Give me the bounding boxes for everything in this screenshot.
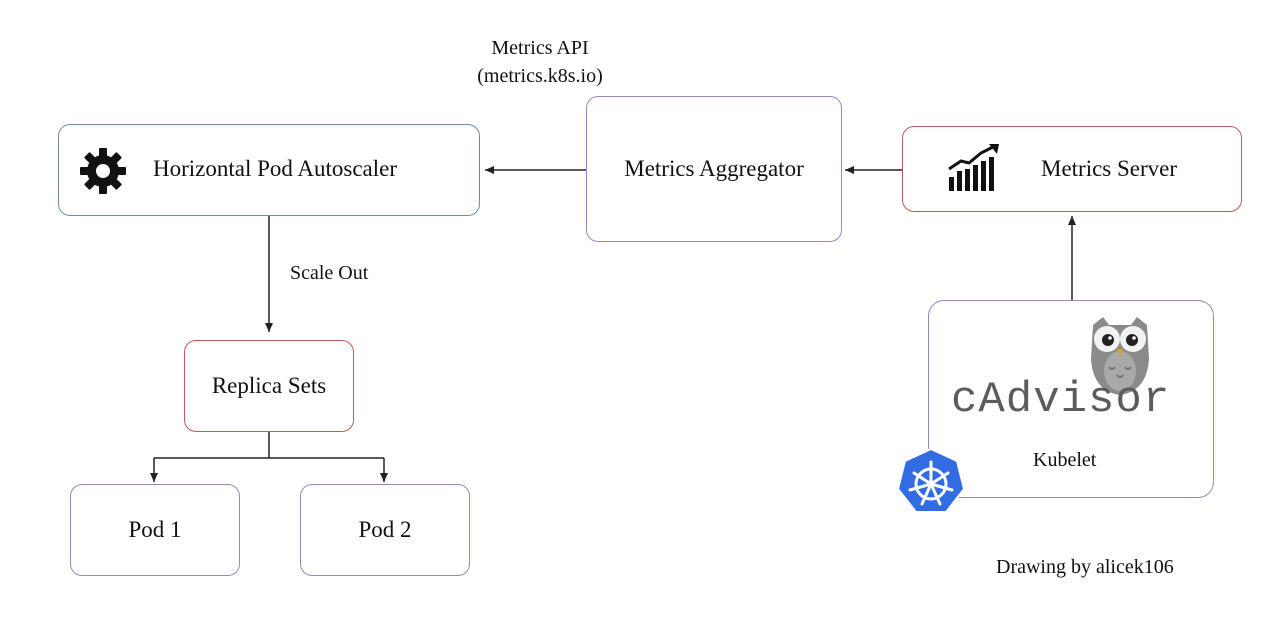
pod-2-box: Pod 2 [300, 484, 470, 576]
owl-icon [1087, 315, 1153, 402]
metrics-server-label: Metrics Server [1041, 156, 1178, 181]
hpa-label: Horizontal Pod Autoscaler [153, 156, 398, 181]
kubelet-box: cAdvisor Kubelet [928, 300, 1214, 498]
gear-icon [79, 147, 127, 200]
kubelet-label: Kubelet [1033, 449, 1097, 471]
pod-1-box: Pod 1 [70, 484, 240, 576]
pod-2-label: Pod 2 [358, 517, 412, 542]
metrics-api-title: Metrics API [491, 37, 589, 59]
bar-chart-icon [945, 143, 1005, 198]
replica-sets-box: Replica Sets [184, 340, 354, 432]
kubernetes-icon [894, 446, 968, 525]
hpa-box: Horizontal Pod Autoscaler [58, 124, 480, 216]
metrics-aggregator-label: Metrics Aggregator [624, 156, 804, 181]
cadvisor-wordmark: cAdvisor [951, 375, 1171, 425]
metrics-api-group: (metrics.k8s.io) [477, 65, 603, 87]
metrics-aggregator-box: Metrics Aggregator [586, 96, 842, 242]
metrics-server-box: Metrics Server [902, 126, 1242, 212]
pod-1-label: Pod 1 [128, 517, 182, 542]
metrics-api-label: Metrics API (metrics.k8s.io) [420, 34, 660, 90]
drawing-credit: Drawing by alicek106 [996, 556, 1174, 578]
replica-sets-label: Replica Sets [211, 373, 327, 398]
scale-out-label: Scale Out [290, 262, 369, 284]
